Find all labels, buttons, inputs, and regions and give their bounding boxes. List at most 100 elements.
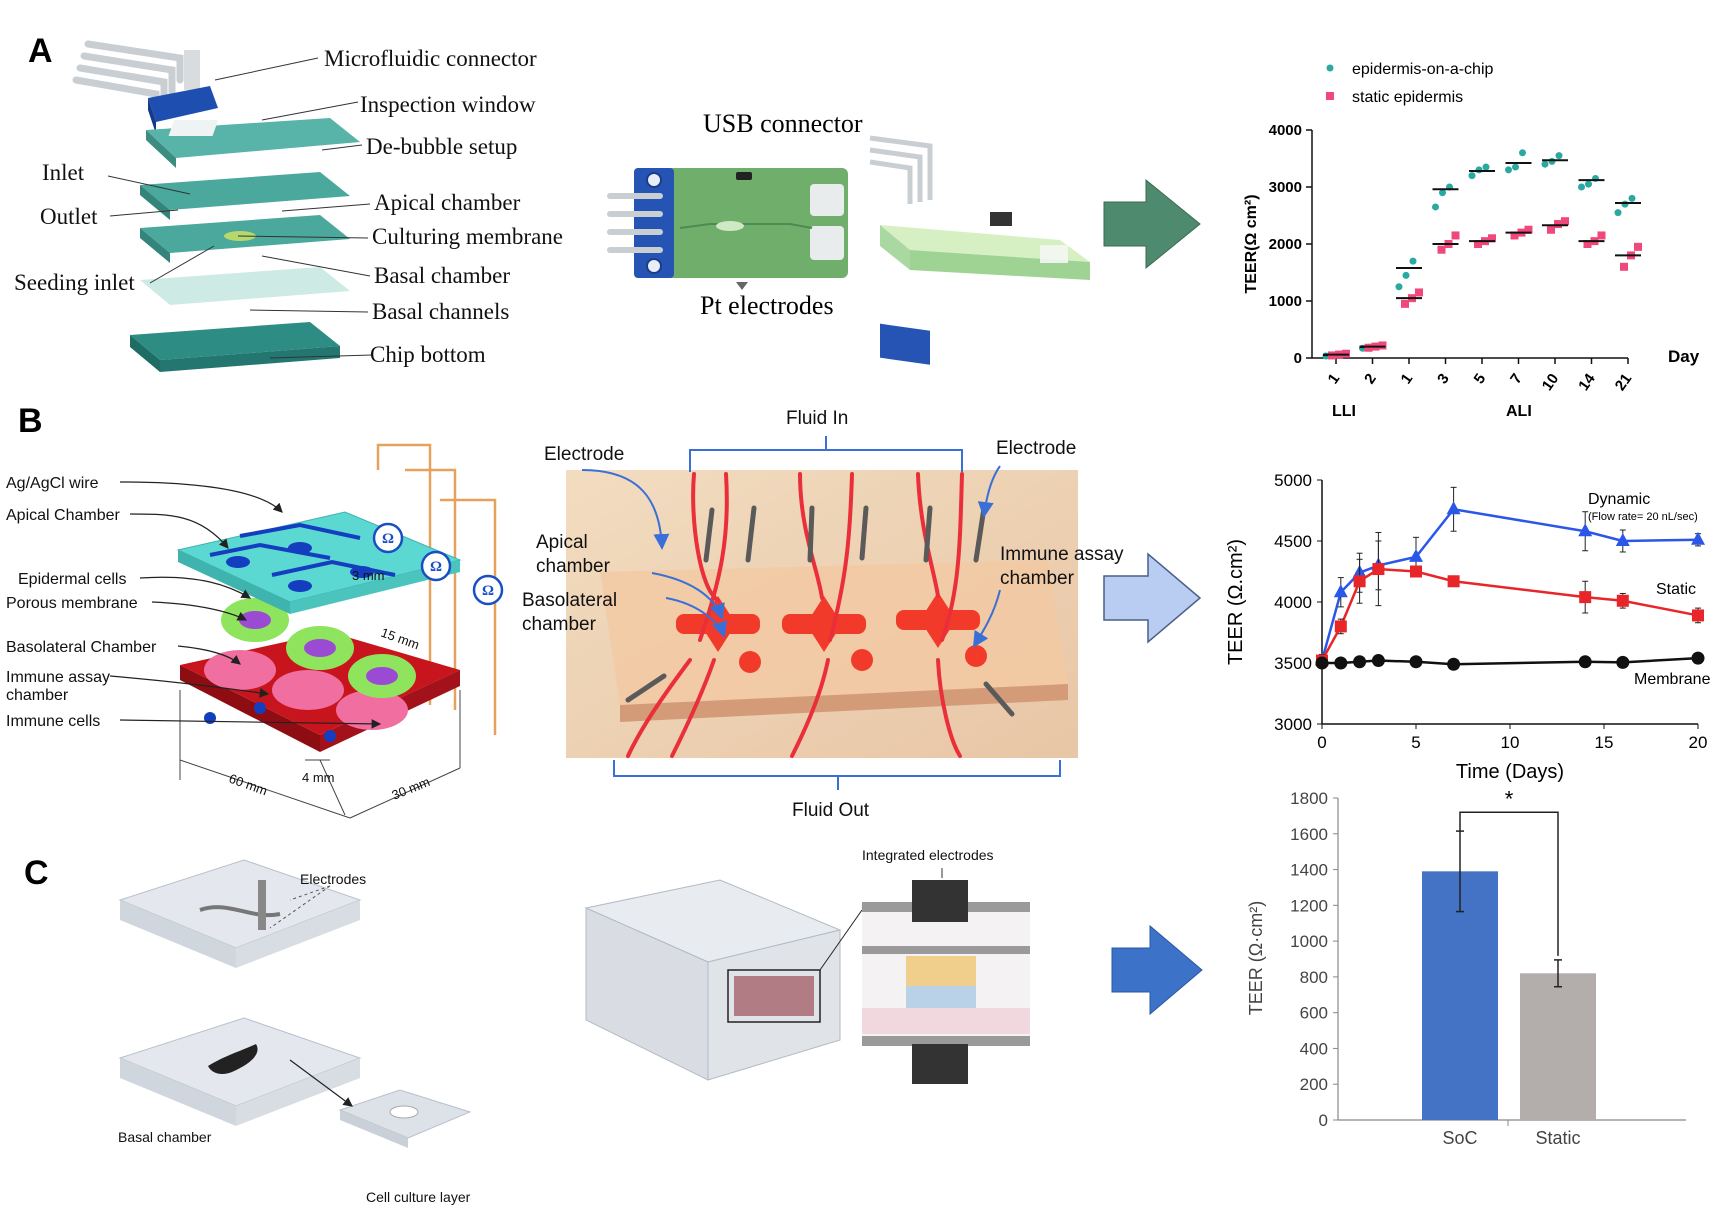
point-static-epidermis (1401, 299, 1409, 308)
y-tick-label: 0 (1319, 1111, 1328, 1130)
ohm-symbol-1: Ω (382, 531, 394, 547)
y-axis-label: TEER (Ω.cm²) (1225, 539, 1247, 665)
point-epidermis-on-a-chip (1439, 189, 1446, 197)
panel-letter-c: C (24, 854, 49, 892)
point-static (1616, 594, 1629, 607)
label-outlet: Outlet (40, 204, 98, 229)
point-membrane (1409, 655, 1423, 669)
point-static (1353, 575, 1366, 588)
label-apical-chamber: Apical chamber (374, 190, 521, 215)
label-fluid-in: Fluid In (786, 408, 848, 429)
label-porous-membrane: Porous membrane (6, 595, 138, 612)
y-tick-label: 3000 (1269, 179, 1302, 196)
x-tick-label: 21 (1612, 371, 1635, 394)
y-tick-label: 5000 (1274, 471, 1312, 490)
y-tick-label: 800 (1300, 968, 1328, 987)
x-tick-label: 3 (1434, 371, 1453, 388)
legend-label-epidermis-on-a-chip: epidermis-on-a-chip (1352, 61, 1493, 78)
point-membrane (1315, 656, 1329, 670)
dim-3mm: 3 mm (352, 568, 385, 583)
dim-4mm: 4 mm (302, 770, 335, 785)
immune-chip-photo (566, 470, 1078, 758)
y-tick-label: 1600 (1290, 825, 1328, 844)
series-label-static: Static (1656, 581, 1696, 598)
label-immune-assay-b: Immune assay (1000, 544, 1124, 565)
point-epidermis-on-a-chip (1409, 257, 1417, 265)
point-static-epidermis (1554, 220, 1562, 229)
ohm-symbol-3: Ω (482, 583, 494, 599)
label-de-bubble-setup: De-bubble setup (366, 134, 517, 159)
x-tick-label: 20 (1689, 733, 1708, 752)
point-static-epidermis (1634, 242, 1642, 251)
point-dynamic (1691, 531, 1705, 545)
label-integrated-electrodes: Integrated electrodes (862, 847, 994, 863)
exploded-chip-illustration (72, 40, 360, 372)
label-epidermal-cells: Epidermal cells (18, 571, 126, 588)
x-tick-label: 7 (1507, 371, 1526, 388)
point-static (1447, 575, 1460, 588)
point-static (1334, 620, 1347, 633)
ohm-symbol-2: Ω (430, 559, 442, 575)
y-tick-label: 3000 (1274, 715, 1312, 734)
bar-static (1520, 973, 1596, 1120)
y-tick-label: 4000 (1274, 593, 1312, 612)
series-note-dynamic: (Flow rate= 20 nL/sec) (1588, 511, 1698, 523)
point-static-epidermis (1488, 234, 1496, 243)
label-fluid-out: Fluid Out (792, 800, 870, 821)
y-tick-label: 200 (1300, 1075, 1328, 1094)
photo-labels: Fluid In Fluid Out Electrode Electrode A… (522, 408, 1124, 821)
point-static (1372, 563, 1385, 576)
point-membrane (1353, 655, 1367, 669)
x-tick-label: 1 (1325, 371, 1344, 388)
significance-bracket (1459, 811, 1559, 956)
label-basolateral-b-chamber: chamber (522, 614, 597, 635)
point-dynamic (1615, 533, 1630, 546)
point-static-epidermis (1415, 288, 1423, 297)
point-static-epidermis (1524, 225, 1533, 234)
point-dynamic (1333, 584, 1348, 598)
y-axis-label: TEER(Ω cm²) (1243, 194, 1260, 293)
exploded-chip-leader-lines (107, 57, 373, 359)
y-tick-label: 4500 (1274, 532, 1312, 551)
x-tick-label: 10 (1501, 733, 1520, 752)
schematic-labels: Ag/AgCl wire Apical Chamber Epidermal ce… (6, 475, 157, 730)
group-label-ali: ALI (1506, 403, 1532, 420)
arrow-a (1103, 178, 1201, 270)
x-tick-label: 0 (1317, 733, 1326, 752)
point-static-epidermis (1620, 262, 1628, 271)
y-tick-label: 2000 (1269, 236, 1302, 253)
point-epidermis-on-a-chip (1541, 160, 1549, 168)
point-dynamic (1409, 548, 1423, 562)
significance-marker: * (1505, 786, 1514, 811)
label-cell-culture-layer: Cell culture layer (366, 1189, 471, 1205)
point-epidermis-on-a-chip (1628, 194, 1636, 202)
point-epidermis-on-a-chip (1402, 271, 1410, 279)
y-tick-label: 600 (1300, 1004, 1328, 1023)
label-inspection-window: Inspection window (360, 92, 536, 117)
label-inlet: Inlet (42, 160, 85, 185)
legend-marker-static-epidermis (1326, 92, 1334, 100)
label-electrodes: Electrodes (300, 871, 366, 887)
point-epidermis-on-a-chip (1482, 163, 1490, 171)
legend-marker-epidermis-on-a-chip (1326, 64, 1334, 72)
y-tick-label: 3500 (1274, 654, 1312, 673)
point-membrane (1578, 655, 1592, 669)
x-tick-label: SoC (1442, 1128, 1477, 1148)
series-label-membrane: Membrane (1634, 671, 1711, 688)
bar-soc (1422, 871, 1498, 1120)
y-tick-label: 1800 (1290, 789, 1328, 808)
label-basolateral-b: Basolateral (522, 590, 617, 611)
point-static-epidermis (1364, 343, 1373, 352)
point-static-epidermis (1510, 231, 1519, 240)
arrow-b (1103, 552, 1202, 644)
label-apical-chamber-b: Apical Chamber (6, 507, 121, 524)
label-apical-b: Apical (536, 532, 588, 553)
point-static (1579, 591, 1592, 604)
x-tick-label: 2 (1361, 371, 1380, 388)
panel-c-labels: Electrodes Basal chamber Cell culture la… (118, 847, 994, 1205)
point-membrane (1447, 657, 1461, 671)
point-membrane (1334, 656, 1348, 670)
usb-device-illustration (607, 135, 1090, 365)
panel-letter-b: B (18, 402, 43, 440)
